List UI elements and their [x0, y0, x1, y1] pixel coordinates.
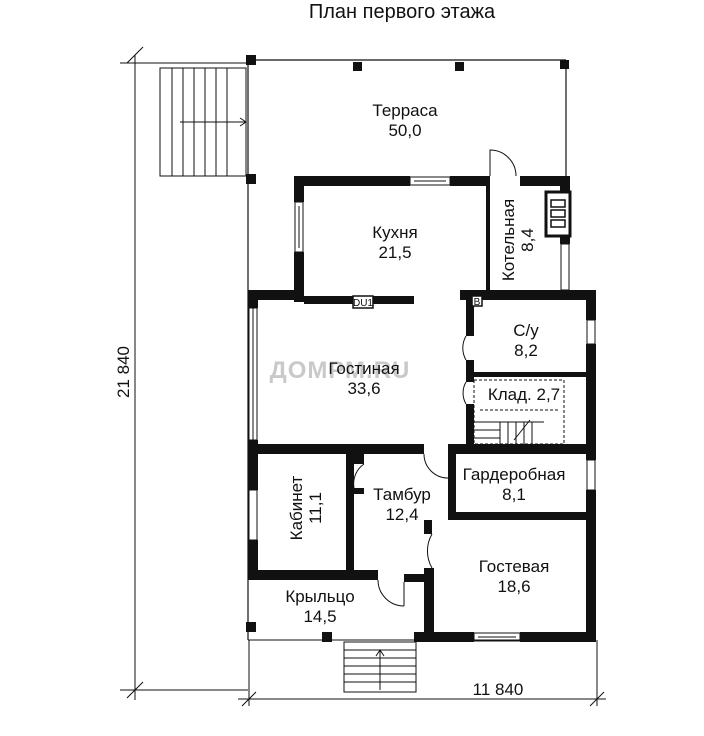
room-porch: Крыльцо 14,5	[285, 587, 354, 626]
page-title: План первого этажа	[309, 1, 496, 23]
boiler-icon	[550, 199, 566, 228]
room-bathroom: С/у 8,2	[513, 321, 539, 360]
room-area: 11,1	[306, 492, 325, 524]
room-name: Тамбур	[373, 485, 431, 504]
room-office: Кабинет 11,1	[287, 475, 325, 540]
room-area: 8,1	[502, 485, 526, 504]
width-dimension-label: 11 840	[473, 680, 524, 699]
room-area: 8,4	[518, 228, 537, 252]
height-dimension-label: 21 840	[114, 346, 133, 398]
inner-stairs	[473, 379, 565, 445]
room-name: Клад. 2,7	[488, 385, 560, 404]
walls	[248, 176, 596, 642]
width-dimension	[238, 640, 606, 707]
terrace-stairs	[159, 67, 247, 177]
room-terrace: Терраса 50,0	[372, 101, 438, 140]
room-area: 50,0	[388, 121, 421, 140]
room-name: Гостевая	[479, 557, 550, 576]
room-name: Терраса	[372, 101, 438, 120]
room-area: 14,5	[303, 607, 336, 626]
porch-stairs	[343, 641, 417, 693]
fireplace-label: DU1	[353, 298, 373, 309]
room-living: Гостиная 33,6	[328, 359, 399, 398]
vent-marker	[471, 295, 483, 307]
room-name: Котельная	[499, 199, 518, 281]
room-boiler: Котельная 8,4	[499, 199, 537, 281]
room-area: 8,2	[514, 341, 538, 360]
room-area: 21,5	[378, 243, 411, 262]
room-area: 12,4	[385, 505, 418, 524]
room-pantry: Клад. 2,7	[488, 385, 560, 404]
terrace-columns	[246, 55, 569, 632]
height-dimension	[120, 46, 248, 700]
fireplace-marker	[352, 295, 374, 309]
windows	[248, 176, 596, 642]
room-name: Кабинет	[287, 475, 306, 540]
room-name: С/у	[513, 321, 539, 340]
porch-columns	[322, 632, 424, 642]
watermark: ДОМРМ.RU	[270, 357, 411, 384]
room-kitchen: Кухня 21,5	[372, 223, 418, 262]
room-guest: Гостевая 18,6	[479, 557, 550, 596]
doors	[353, 149, 517, 607]
vent-label: B	[474, 297, 481, 308]
room-area: 18,6	[497, 577, 530, 596]
room-name: Крыльцо	[285, 587, 354, 606]
room-vestibule: Тамбур 12,4	[373, 485, 431, 524]
room-name: Гостиная	[328, 359, 399, 378]
room-name: Гардеробная	[463, 465, 566, 484]
room-area: 33,6	[347, 379, 380, 398]
room-name: Кухня	[372, 223, 418, 242]
room-wardrobe: Гардеробная 8,1	[463, 465, 566, 504]
